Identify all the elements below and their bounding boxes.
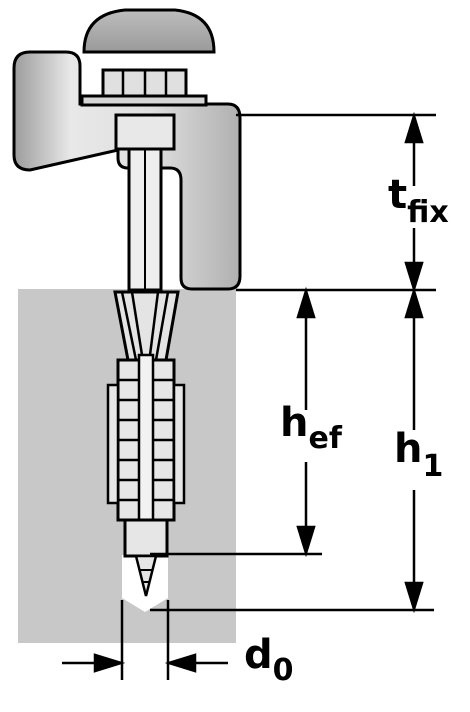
dowel-end xyxy=(123,518,169,558)
label-t-fix: tfix xyxy=(388,172,449,230)
label-h-1: h1 xyxy=(394,426,443,484)
dimension-arrows xyxy=(62,111,424,673)
dimension-reference-lines xyxy=(120,113,436,680)
label-d-0: d0 xyxy=(244,632,294,688)
screw-tip xyxy=(134,554,158,597)
label-h-ef: hef xyxy=(280,400,343,456)
sleeve-collar xyxy=(114,113,176,151)
washer xyxy=(80,94,208,107)
cover-cap xyxy=(82,8,216,54)
fixture-bracket xyxy=(12,50,242,291)
